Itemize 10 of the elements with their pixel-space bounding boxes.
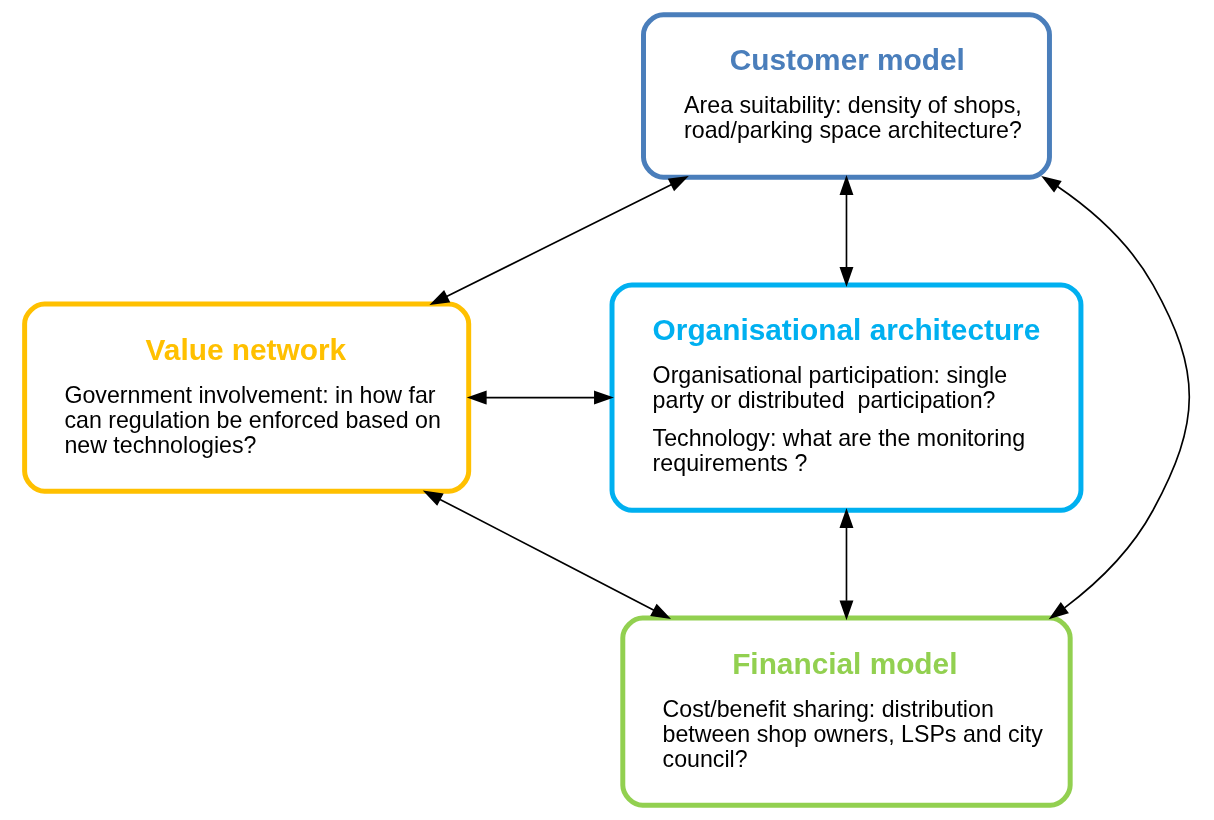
- arrow: [466, 390, 614, 405]
- arrow: [1041, 175, 1191, 620]
- node-box: Value network Government involvement: in how far can regulation be enforced based on new technologies?: [22, 301, 472, 494]
- arrow: [429, 176, 689, 306]
- arrow: [422, 490, 672, 620]
- arrow: [839, 175, 854, 287]
- node-box: Financial model Cost/benefit sharing: distribution between shop owners, LSPs and city council?: [620, 615, 1073, 808]
- node-box: Organisational architecture Organisational participation: single party or distributed participation? Technology: what are the monitoring requirements ?: [609, 282, 1084, 513]
- node-box: Customer model Area suitability: density of shops, road/parking space architecture?: [641, 12, 1052, 180]
- arrow: [839, 508, 854, 621]
